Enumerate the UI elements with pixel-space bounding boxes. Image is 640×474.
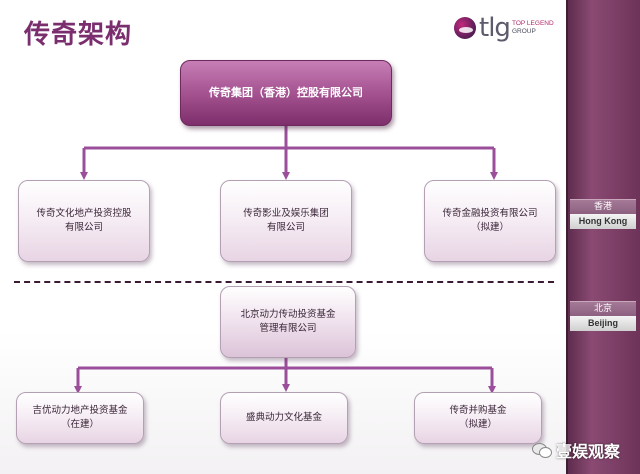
location-tag-beijing: 北京 Beijing xyxy=(570,301,636,331)
node-line: （拟建） xyxy=(470,222,509,233)
watermark: 壹娱观察 xyxy=(532,438,620,462)
fund-node-mergers: 传奇并购基金 （拟建） xyxy=(414,392,542,444)
fund-manager-node: 北京动力传动投资基金 管理有限公司 xyxy=(220,286,356,358)
logo-wordmark: tlg xyxy=(479,13,511,43)
node-line: （拟建） xyxy=(458,419,497,430)
fund-node-realestate: 吉优动力地产投资基金 （在建） xyxy=(16,392,144,444)
location-name-cn: 北京 xyxy=(570,301,636,316)
node-line: 盛典动力文化基金 xyxy=(245,412,322,423)
fund-node-culture: 盛典动力文化基金 xyxy=(220,392,348,444)
root-company-node: 传奇集团（香港）控股有限公司 xyxy=(180,60,392,126)
node-line: 有限公司 xyxy=(64,222,103,233)
watermark-text: 壹娱观察 xyxy=(556,442,621,461)
node-line: 传奇并购基金 xyxy=(449,405,507,416)
node-line: 有限公司 xyxy=(266,222,305,233)
chat-bubble-icon xyxy=(532,442,552,458)
node-line: 传奇文化地产投资控股 xyxy=(36,208,132,219)
node-line: 传奇金融投资有限公司 xyxy=(442,208,538,219)
company-logo: tlg TOP LEGEND GROUP xyxy=(454,13,566,48)
node-line: 北京动力传动投资基金 xyxy=(240,309,336,320)
logo-swirl-icon xyxy=(454,17,476,39)
side-bar xyxy=(566,0,640,474)
node-text: 传奇影业及娱乐集团 有限公司 xyxy=(243,207,329,235)
node-text: 北京动力传动投资基金 管理有限公司 xyxy=(240,308,335,336)
node-text: 吉优动力地产投资基金 （在建） xyxy=(32,404,127,432)
node-line: （在建） xyxy=(60,419,99,430)
location-name-en: Hong Kong xyxy=(570,214,636,229)
node-text: 传奇文化地产投资控股 有限公司 xyxy=(36,207,131,235)
logo-subtitle: TOP LEGEND GROUP xyxy=(512,20,554,36)
logo-subtitle-line1: TOP LEGEND xyxy=(512,20,554,27)
page-title: 传奇架构 xyxy=(24,20,133,50)
subsidiary-node-culture-realestate: 传奇文化地产投资控股 有限公司 xyxy=(18,180,150,262)
region-divider xyxy=(14,281,554,283)
node-line: 传奇影业及娱乐集团 xyxy=(243,208,329,219)
node-text: 传奇金融投资有限公司 （拟建） xyxy=(442,207,537,235)
location-name-cn: 香港 xyxy=(570,199,636,214)
root-company-label: 传奇集团（香港）控股有限公司 xyxy=(209,86,363,99)
location-name-en: Beijing xyxy=(570,316,636,331)
node-text: 盛典动力文化基金 xyxy=(246,411,322,425)
subsidiary-node-finance-investment: 传奇金融投资有限公司 （拟建） xyxy=(424,180,556,262)
side-bar-edge xyxy=(566,0,568,474)
connector-lines xyxy=(74,126,498,394)
node-line: 管理有限公司 xyxy=(259,323,317,334)
location-tag-hong-kong: 香港 Hong Kong xyxy=(570,199,636,229)
node-line: 吉优动力地产投资基金 xyxy=(32,405,128,416)
node-text: 传奇并购基金 （拟建） xyxy=(449,404,506,432)
logo-subtitle-line2: GROUP xyxy=(512,28,536,35)
subsidiary-node-pictures-entertainment: 传奇影业及娱乐集团 有限公司 xyxy=(220,180,352,262)
